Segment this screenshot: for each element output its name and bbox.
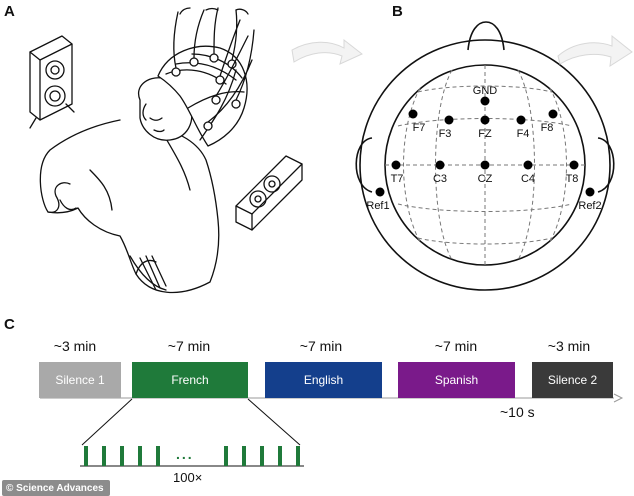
duration-silence-2: ~3 min — [547, 338, 591, 354]
label-f7: F7 — [413, 122, 426, 134]
panel-label-a: A — [4, 3, 15, 20]
journal-watermark: © Science Advances — [2, 480, 110, 496]
stimulus-pulse — [224, 446, 228, 466]
stimulus-pulse — [156, 446, 160, 466]
block-label-english: English — [303, 373, 344, 387]
block-silence-2: Silence 2 — [532, 362, 613, 398]
stimulus-pulse — [120, 446, 124, 466]
stimulus-pulse — [278, 446, 282, 466]
duration-english: ~7 min — [299, 338, 343, 354]
speaker-left-icon — [29, 35, 75, 129]
pulse-ellipsis: ... — [176, 446, 194, 462]
label-f8: F8 — [541, 122, 554, 134]
label-c4: C4 — [521, 173, 535, 185]
stimulus-pulse — [296, 446, 300, 466]
block-silence-1: Silence 1 — [39, 362, 121, 398]
label-ref1: Ref1 — [366, 200, 389, 212]
electrode-c4 — [523, 160, 533, 170]
block-label-french: French — [171, 373, 209, 387]
stimulus-pulse — [102, 446, 106, 466]
label-c3: C3 — [433, 173, 447, 185]
electrode-t8 — [569, 160, 579, 170]
repeat-count-label: 100× — [173, 470, 203, 485]
block-english: English — [265, 362, 382, 398]
duration-silence-1: ~3 min — [53, 338, 97, 354]
block-label-silence-1: Silence 1 — [55, 373, 105, 387]
electrode-f7 — [408, 109, 418, 119]
label-ref2: Ref2 — [578, 200, 601, 212]
label-gnd: GND — [473, 85, 498, 97]
stimulus-pulse — [260, 446, 264, 466]
stimulus-pulse — [138, 446, 142, 466]
arrow-right-icon — [557, 34, 633, 67]
watermark-text: © Science Advances — [6, 482, 104, 494]
timeline-axis — [40, 393, 624, 403]
electrode-gnd — [480, 96, 490, 106]
panel-label-c: C — [4, 316, 15, 333]
duration-spanish: ~7 min — [434, 338, 478, 354]
block-label-silence-2: Silence 2 — [547, 373, 598, 387]
block-label-spanish: Spanish — [434, 373, 479, 387]
ear-left-icon — [355, 137, 373, 193]
infant-illustration — [29, 7, 363, 294]
label-f4: F4 — [517, 128, 530, 140]
block-french: French — [132, 362, 248, 398]
electrode-f4 — [516, 115, 526, 125]
label-t7: T7 — [391, 173, 404, 185]
label-fz: FZ — [478, 128, 492, 140]
label-t8: T8 — [566, 173, 579, 185]
electrode-montage-diagram: GND F7 F3 FZ F4 F8 T7 C3 CZ C4 T8 Ref1 R… — [355, 21, 615, 291]
label-f3: F3 — [439, 128, 452, 140]
block-spanish: Spanish — [398, 362, 515, 398]
panel-label-b: B — [392, 3, 403, 20]
electrode-fz — [480, 115, 490, 125]
duration-french: ~7 min — [167, 338, 211, 354]
stimulus-pulse — [242, 446, 246, 466]
electrode-f3 — [444, 115, 454, 125]
electrode-ref2 — [585, 187, 595, 197]
stimulus-pulse — [84, 446, 88, 466]
interval-label: ~10 s — [500, 404, 535, 420]
electrode-t7 — [391, 160, 401, 170]
label-cz: CZ — [478, 173, 493, 185]
ear-right-icon — [597, 137, 615, 193]
pulse-train — [80, 398, 304, 467]
electrode-ref1 — [375, 187, 385, 197]
electrode-c3 — [435, 160, 445, 170]
speaker-right-icon — [235, 155, 303, 231]
nose-icon — [467, 21, 505, 51]
electrode-f8 — [548, 109, 558, 119]
electrode-cz — [480, 160, 490, 170]
arrow-right-icon — [291, 38, 363, 65]
